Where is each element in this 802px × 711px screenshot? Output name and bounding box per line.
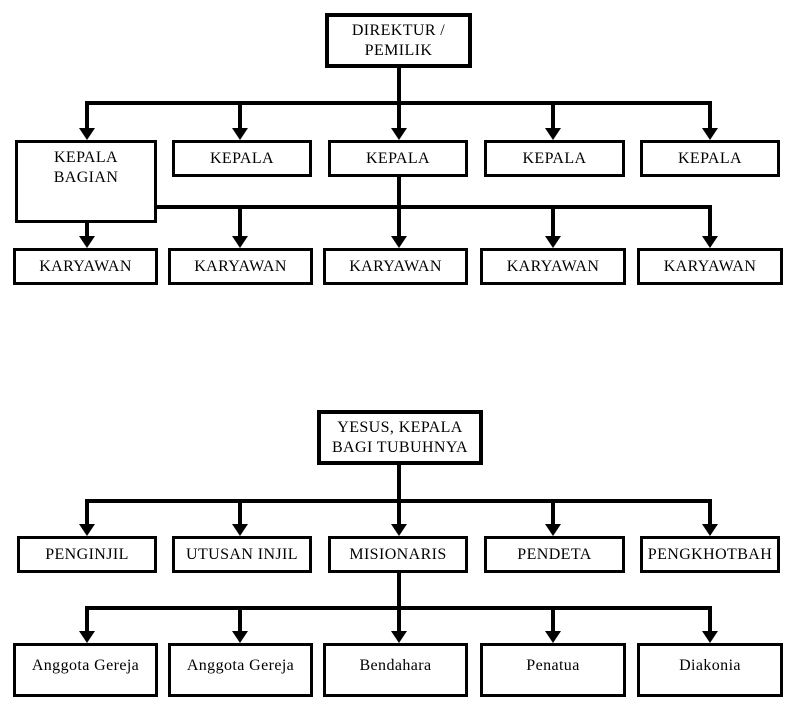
connector-line	[238, 205, 242, 238]
node-anggota-gereja-2: Anggota Gereja	[168, 643, 313, 697]
connector-line	[708, 501, 712, 527]
node-kepala-1: KEPALA	[172, 140, 312, 177]
arrow-down-icon	[545, 524, 561, 536]
node-kepala-bagian: KEPALA BAGIAN	[15, 140, 157, 223]
connector-line	[708, 205, 712, 238]
connector-line	[85, 221, 89, 238]
node-utusan-injil: UTUSAN INJIL	[172, 536, 312, 573]
node-pendeta: PENDETA	[484, 536, 625, 573]
arrow-down-icon	[545, 128, 561, 140]
connector-line	[85, 501, 89, 527]
arrow-down-icon	[702, 236, 718, 248]
connector-line	[85, 606, 712, 610]
connector-line	[238, 608, 242, 633]
node-karyawan-5: KARYAWAN	[637, 248, 783, 285]
node-diakonia: Diakonia	[637, 643, 783, 697]
node-penatua: Penatua	[480, 643, 626, 697]
arrow-down-icon	[232, 128, 248, 140]
arrow-down-icon	[545, 236, 561, 248]
node-anggota-gereja-1: Anggota Gereja	[13, 643, 158, 697]
node-kepala-2: KEPALA	[328, 140, 468, 177]
arrow-down-icon	[702, 128, 718, 140]
connector-line	[397, 501, 401, 527]
node-misionaris: MISIONARIS	[328, 536, 468, 573]
node-yesus-kepala: YESUS, KEPALA BAGI TUBUHNYA	[317, 410, 483, 465]
node-kepala-3: KEPALA	[484, 140, 625, 177]
node-kepala-4: KEPALA	[640, 140, 780, 177]
connector-line	[708, 103, 712, 130]
connector-line	[397, 66, 401, 103]
connector-line	[85, 103, 89, 130]
arrow-down-icon	[391, 631, 407, 643]
connector-line	[238, 103, 242, 130]
connector-line	[551, 501, 555, 527]
node-karyawan-1: KARYAWAN	[13, 248, 158, 285]
arrow-down-icon	[702, 524, 718, 536]
connector-line	[397, 103, 401, 130]
arrow-down-icon	[79, 524, 95, 536]
connector-line	[551, 103, 555, 130]
node-karyawan-4: KARYAWAN	[480, 248, 626, 285]
connector-line	[708, 608, 712, 633]
arrow-down-icon	[391, 236, 407, 248]
node-karyawan-2: KARYAWAN	[168, 248, 313, 285]
node-penginjil: PENGINJIL	[17, 536, 157, 573]
connector-line	[397, 463, 401, 501]
arrow-down-icon	[702, 631, 718, 643]
connector-line	[155, 205, 712, 209]
connector-line	[551, 608, 555, 633]
node-bendahara: Bendahara	[323, 643, 468, 697]
connector-line	[551, 205, 555, 238]
connector-line	[397, 175, 401, 238]
arrow-down-icon	[79, 128, 95, 140]
arrow-down-icon	[79, 631, 95, 643]
arrow-down-icon	[545, 631, 561, 643]
node-karyawan-3: KARYAWAN	[323, 248, 468, 285]
arrow-down-icon	[232, 631, 248, 643]
connector-line	[397, 571, 401, 633]
arrow-down-icon	[391, 524, 407, 536]
connector-line	[238, 501, 242, 527]
arrow-down-icon	[79, 236, 95, 248]
node-direktur-pemilik: DIREKTUR / PEMILIK	[325, 13, 472, 68]
arrow-down-icon	[391, 128, 407, 140]
node-pengkhotbah: PENGKHOTBAH	[640, 536, 780, 573]
connector-line	[85, 608, 89, 633]
arrow-down-icon	[232, 236, 248, 248]
arrow-down-icon	[232, 524, 248, 536]
